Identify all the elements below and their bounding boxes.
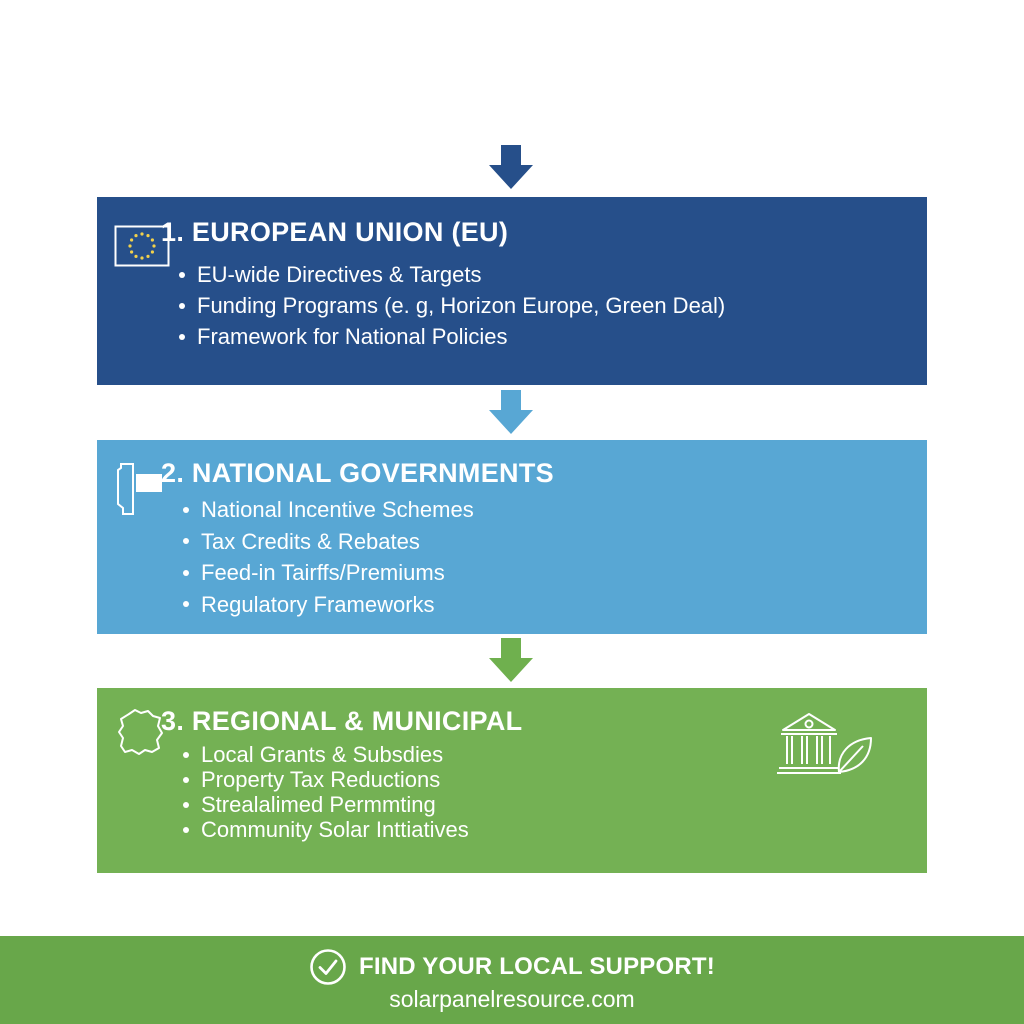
tier-title: 1. EUROPEAN UNION (EU) (161, 217, 509, 247)
region-map-icon (118, 709, 163, 755)
list-item: EU-wide Directives & Targets (177, 259, 725, 290)
list-item: Strealalimed Permmting (181, 792, 469, 817)
government-building-leaf-icon (777, 713, 872, 774)
footer-banner: FIND YOUR LOCAL SUPPORT! solarpanelresou… (0, 936, 1024, 1024)
list-item: Local Grants & Subsdies (181, 742, 469, 767)
country-map-icon (117, 463, 162, 515)
arrow-down-icon (489, 145, 533, 189)
flow-arrow-1 (489, 145, 533, 189)
list-item: National Incentive Schemes (181, 494, 474, 526)
check-circle-icon (310, 949, 346, 985)
arrow-down-icon (489, 390, 533, 434)
tier-title: 3. REGIONAL & MUNICIPAL (161, 706, 523, 736)
flow-arrow-2 (489, 390, 533, 434)
website-link[interactable]: solarpanelresource.com (389, 986, 635, 1012)
list-item: Property Tax Reductions (181, 767, 469, 792)
arrow-down-icon (489, 638, 533, 682)
tier-item-list: EU-wide Directives & Targets Funding Pro… (177, 259, 725, 352)
list-item: Framework for National Policies (177, 321, 725, 352)
tier-item-list: National Incentive Schemes Tax Credits &… (181, 494, 474, 620)
flow-arrow-3 (489, 638, 533, 682)
tier-regional-municipal: 3. REGIONAL & MUNICIPAL Local Grants & S… (97, 688, 927, 873)
tier-title: 2. NATIONAL GOVERNMENTS (161, 458, 554, 488)
tier-european-union: 1. EUROPEAN UNION (EU) EU-wide Directive… (97, 197, 927, 385)
list-item: Feed-in Tairffs/Premiums (181, 557, 474, 589)
list-item: Tax Credits & Rebates (181, 526, 474, 558)
cta-text: FIND YOUR LOCAL SUPPORT! (359, 953, 715, 980)
list-item: Funding Programs (e. g, Horizon Europe, … (177, 290, 725, 321)
list-item: Community Solar Inttiatives (181, 817, 469, 842)
list-item: Regulatory Frameworks (181, 589, 474, 621)
find-local-support-cta[interactable]: FIND YOUR LOCAL SUPPORT! (0, 948, 1024, 986)
tier-national-governments: 2. NATIONAL GOVERNMENTS National Incenti… (97, 440, 927, 634)
tier-item-list: Local Grants & Subsdies Property Tax Red… (181, 742, 469, 842)
eu-flag-icon (114, 225, 170, 267)
